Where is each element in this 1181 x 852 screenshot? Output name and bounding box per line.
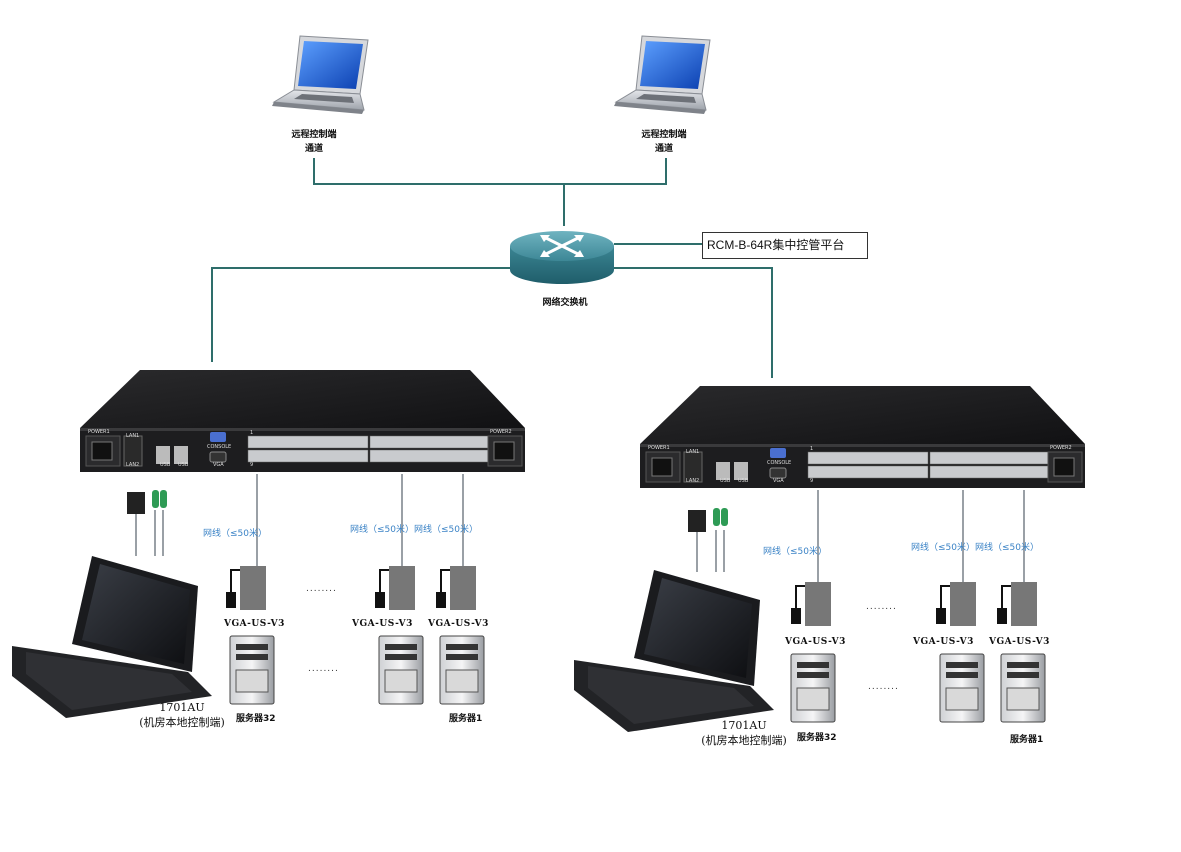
adapter-label: VGA-US-V3: [428, 619, 489, 629]
cable-label: 网线（≤50米）: [350, 525, 414, 535]
adapter-label: VGA-US-V3: [352, 619, 413, 629]
laptop-icon: [614, 35, 711, 114]
server-label: 服务器1: [1010, 735, 1044, 745]
console-label: 1701AU (机房本地控制端): [686, 718, 802, 748]
ellipsis: ........: [306, 584, 337, 594]
adapter-label: VGA-US-V3: [224, 619, 285, 629]
panel-label: LAN1: [126, 433, 140, 439]
panel-label: CONSOLE: [207, 444, 232, 450]
cable-label: 网线（≤50米）: [911, 543, 975, 553]
panel-label: LAN1: [686, 449, 700, 455]
console-label: 1701AU (机房本地控制端): [124, 700, 240, 730]
console-desc: (机房本地控制端): [701, 734, 787, 747]
console-connector-icon: [127, 490, 728, 532]
server-label: 服务器32: [797, 733, 837, 743]
ellipsis: ........: [308, 664, 339, 674]
server-label: 服务器1: [449, 714, 483, 724]
cables: [135, 474, 1025, 582]
panel-label: 1: [250, 430, 254, 436]
laptop-icon: [272, 35, 369, 114]
adapter-label: VGA-US-V3: [785, 637, 846, 647]
panel-label: USB: [160, 462, 171, 468]
server-label: 服务器32: [236, 714, 276, 724]
panel-label: POWER2: [490, 429, 512, 435]
remote-client-label-line2: 通道: [654, 144, 673, 154]
platform-label: RCM-B-64R集中控管平台: [702, 232, 868, 259]
panel-label: USB: [178, 462, 189, 468]
adapter-icons: [226, 566, 1037, 626]
cable-label: 网线（≤50米）: [975, 543, 1039, 553]
remote-client-label: 远程控制端 通道: [626, 128, 702, 156]
panel-label: POWER2: [1050, 445, 1072, 451]
console-model: 1701AU: [159, 701, 205, 714]
cable-label: 网线（≤50米）: [203, 529, 267, 539]
remote-client-label-line1: 远程控制端: [641, 130, 687, 140]
kvm-switch-device: [80, 370, 525, 472]
remote-client-label: 远程控制端 通道: [276, 128, 352, 156]
ellipsis: ........: [868, 682, 899, 692]
network-switch-icon: [510, 231, 614, 284]
panel-label: POWER1: [648, 445, 670, 451]
network-links: [211, 158, 773, 378]
panel-label: 1: [810, 446, 814, 452]
server-icons: [229, 635, 1046, 723]
remote-client-label-line2: 通道: [304, 144, 323, 154]
lcd-console-icon: [574, 570, 774, 732]
kvm-switch-device: [640, 386, 1085, 488]
console-desc: (机房本地控制端): [139, 716, 225, 729]
panel-label: VGA: [213, 462, 224, 468]
panel-label: LAN2: [686, 478, 700, 484]
adapter-label: VGA-US-V3: [913, 637, 974, 647]
panel-label: LAN2: [126, 462, 140, 468]
console-model: 1701AU: [721, 719, 767, 732]
panel-label: POWER1: [88, 429, 110, 435]
lcd-console-icon: [12, 556, 212, 718]
switch-label: 网络交换机: [542, 298, 588, 308]
ellipsis: ........: [866, 602, 897, 612]
panel-label: 9: [250, 462, 254, 468]
panel-label: CONSOLE: [767, 460, 792, 466]
panel-label: USB: [738, 478, 749, 484]
panel-label: VGA: [773, 478, 784, 484]
adapter-label: VGA-US-V3: [989, 637, 1050, 647]
cable-label: 网线（≤50米）: [763, 547, 827, 557]
panel-label: USB: [720, 478, 731, 484]
remote-client-label-line1: 远程控制端: [291, 130, 337, 140]
panel-label: 9: [810, 478, 814, 484]
cable-label: 网线（≤50米）: [414, 525, 478, 535]
